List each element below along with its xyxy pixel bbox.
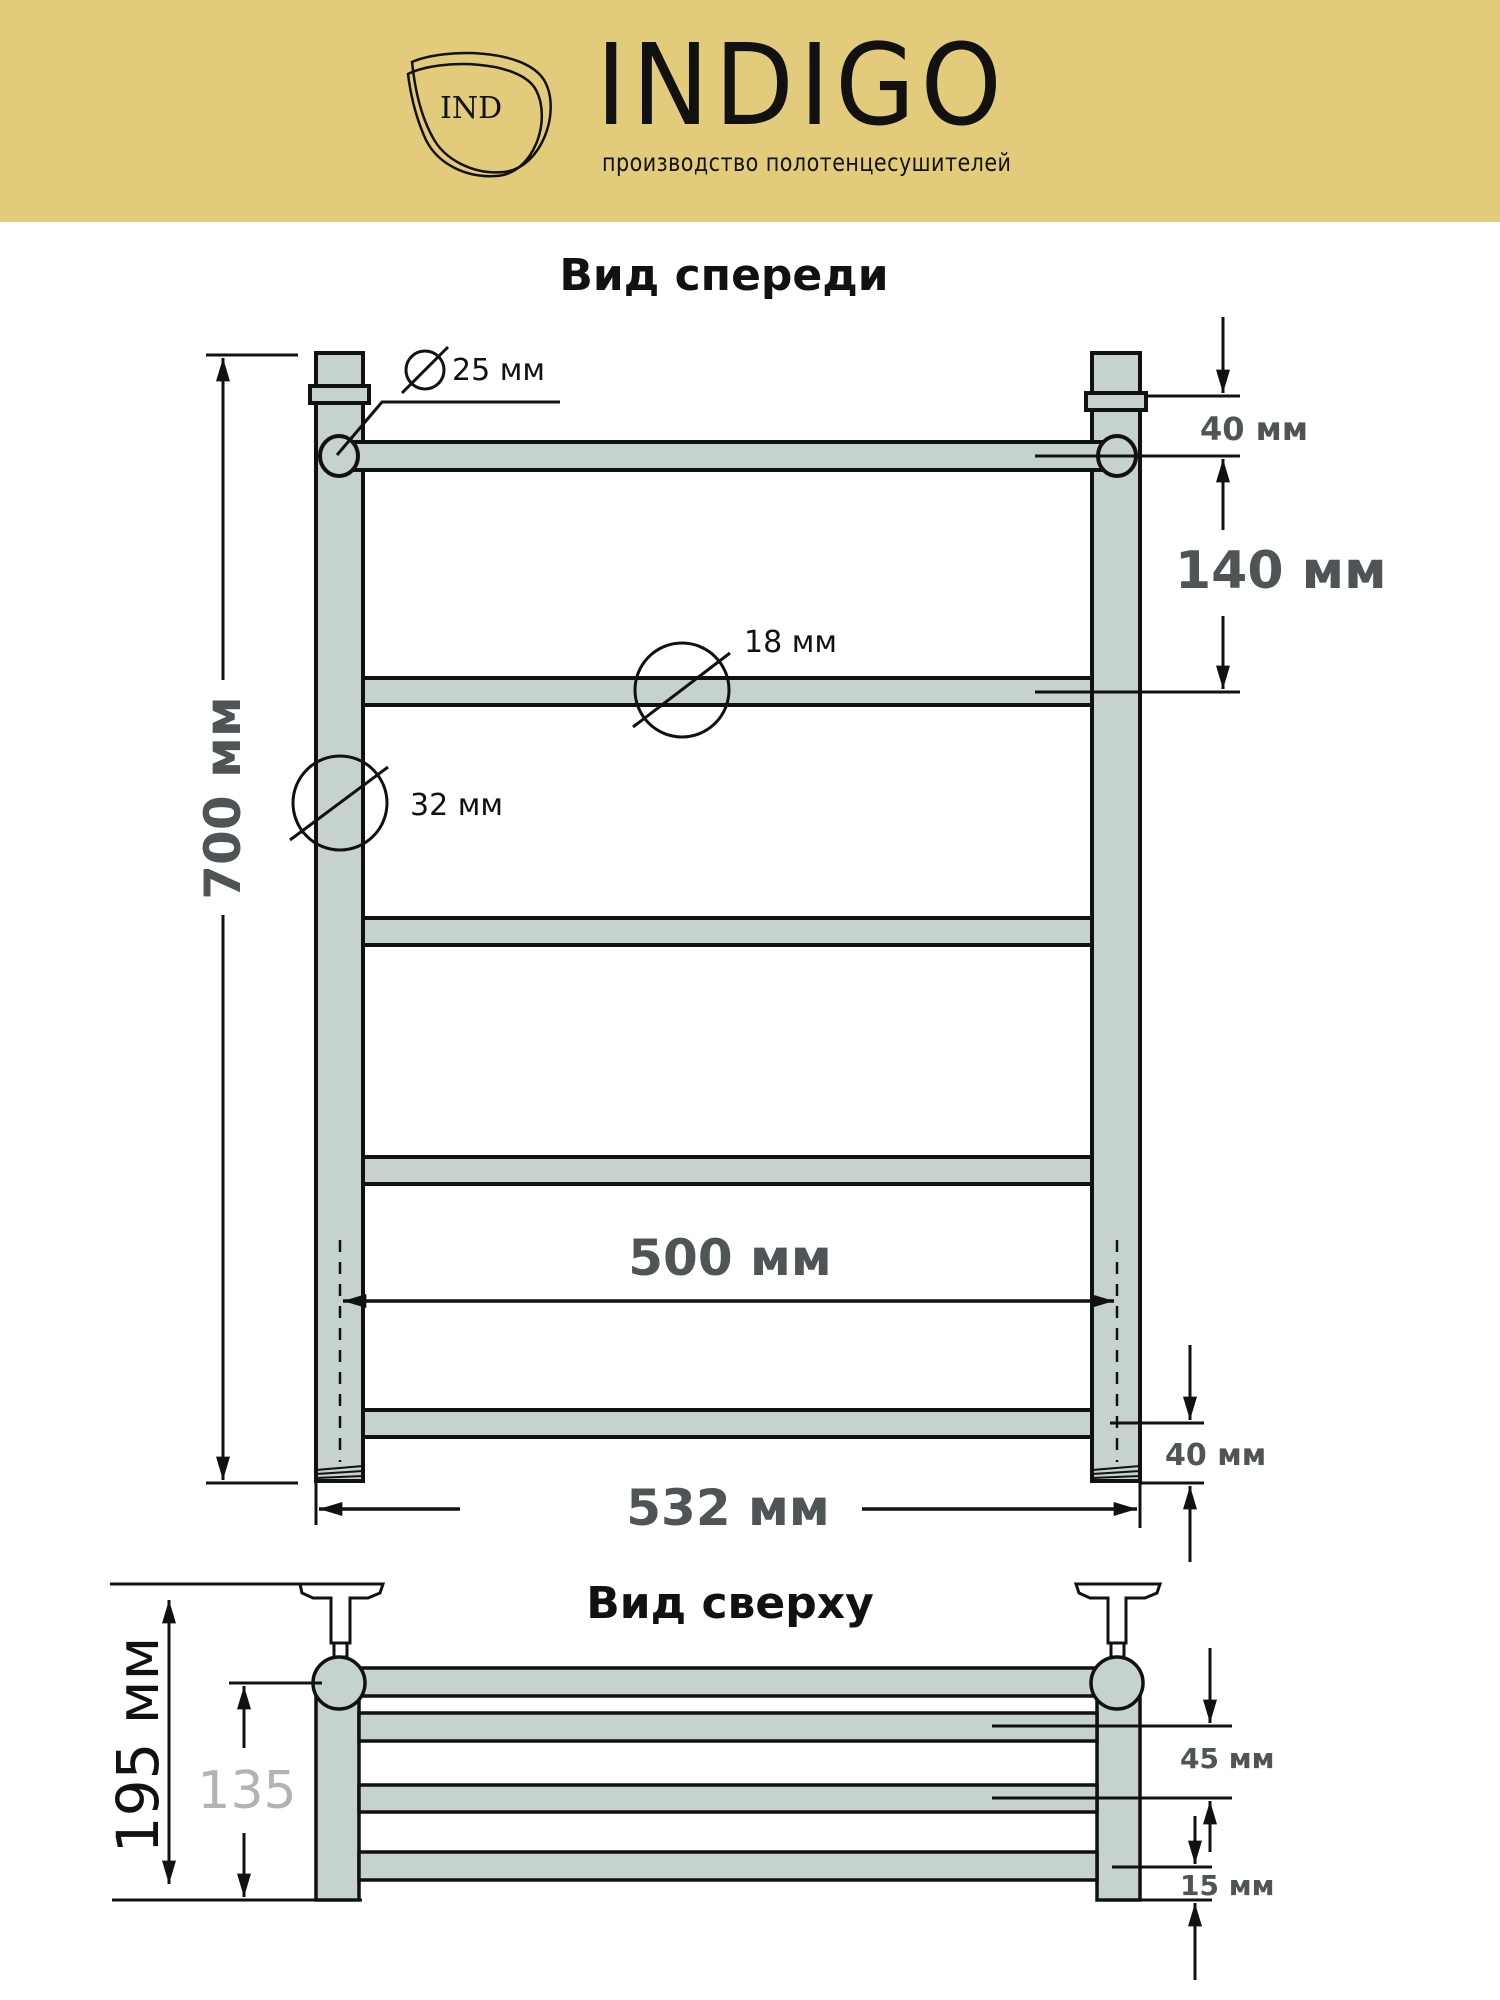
top-rail-gap-label: 15 мм <box>1180 1869 1275 1902</box>
rail-5 <box>361 1408 1094 1439</box>
bottom-offset-label: 40 мм <box>1165 1438 1266 1473</box>
brand-subtitle: производство полотенцесушителей <box>602 148 1012 177</box>
top-rail-3 <box>357 1783 1099 1814</box>
rail-3 <box>361 916 1094 947</box>
top-view-drawing <box>311 1655 1145 1902</box>
wall-to-axis-label: 135 <box>197 1761 296 1821</box>
ind-logo-icon: IND <box>406 51 552 178</box>
top-rail-1 <box>338 1666 1119 1698</box>
rail-spacing-label: 140 мм <box>1175 541 1387 601</box>
right-coupling <box>1084 391 1148 412</box>
rail-diameter-label: 18 мм <box>744 625 837 660</box>
column-diameter-label: 32 мм <box>410 788 503 823</box>
total-width-label: 532 мм <box>626 1479 830 1537</box>
brand-name: INDIGO <box>596 21 1008 151</box>
rail-1 <box>338 440 1112 472</box>
top-rail-spacing-label: 45 мм <box>1180 1742 1275 1775</box>
rail-1-left-end <box>318 434 360 478</box>
top-rail-4 <box>357 1850 1099 1882</box>
top-left-post <box>314 1678 361 1902</box>
front-view-drawing <box>308 351 1148 1483</box>
depth-label: 195 мм <box>104 1637 172 1854</box>
right-wall-bracket <box>1073 1582 1163 1659</box>
left-coupling <box>308 384 371 405</box>
left-wall-bracket <box>298 1582 386 1659</box>
height-label: 700 мм <box>194 696 252 900</box>
top-offset-label: 40 мм <box>1200 410 1308 448</box>
top-view-title: Вид сверху <box>586 1578 874 1629</box>
front-view-title: Вид спереди <box>559 250 888 301</box>
top-rail-2 <box>357 1711 1099 1743</box>
svg-text:IND: IND <box>440 91 502 126</box>
rail-4 <box>361 1155 1094 1186</box>
brand-header: IND INDIGO производство полотенцесушител… <box>0 0 1500 222</box>
center-distance-label: 500 мм <box>628 1229 832 1287</box>
top-pipe-diameter-label: 25 мм <box>452 353 545 388</box>
